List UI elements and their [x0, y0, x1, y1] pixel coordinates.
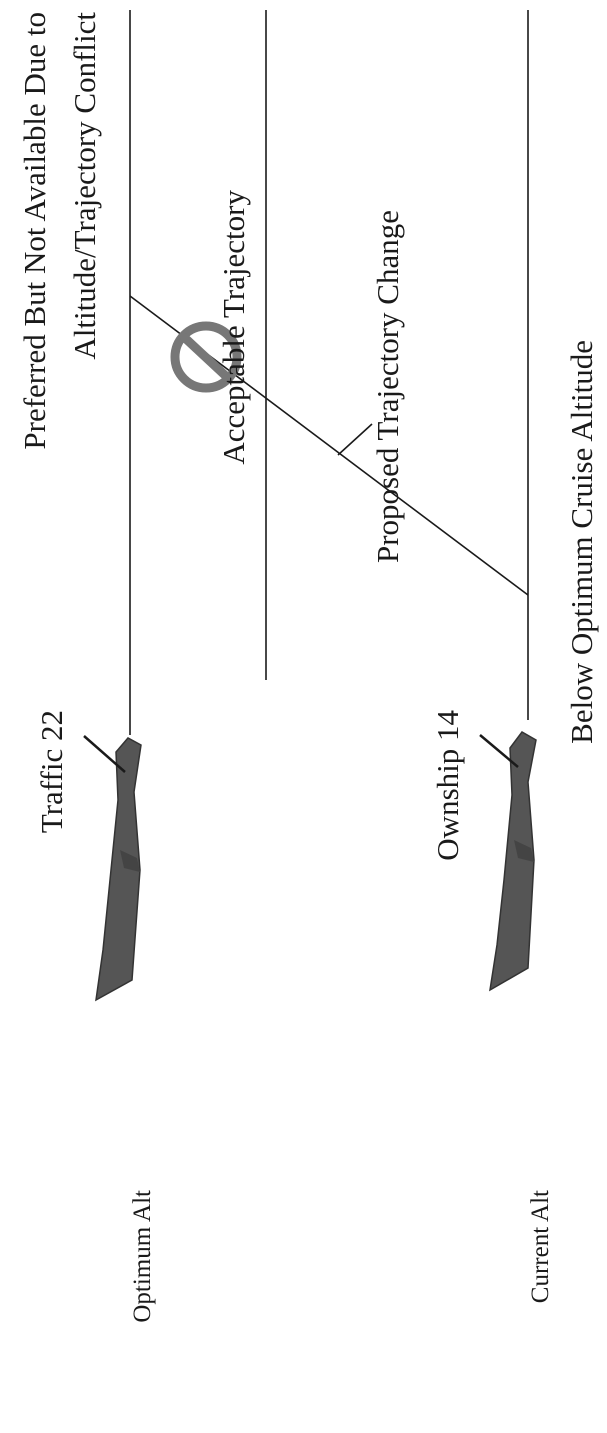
- traffic-label: Traffic 22: [34, 710, 69, 833]
- proposed-trajectory-label: Proposed Trajectory Change: [370, 210, 405, 563]
- preferred-label-line2: Altitude/Trajectory Conflict: [67, 12, 102, 360]
- proposed-leader-tick: [337, 423, 373, 456]
- optimum-alt-label: Optimum Alt: [129, 1190, 156, 1323]
- acceptable-trajectory-label: Acceptable Trajectory: [216, 190, 251, 465]
- prohibited-circle-slash-icon: [170, 321, 242, 393]
- preferred-label-line1: Preferred But Not Available Due to: [17, 12, 52, 450]
- ownship-label: Ownship 14: [430, 710, 465, 861]
- below-optimum-label: Below Optimum Cruise Altitude: [564, 340, 599, 744]
- current-alt-label: Current Alt: [527, 1190, 554, 1303]
- traffic-leader-line: [83, 735, 126, 773]
- traffic-aircraft-icon: [95, 737, 142, 1002]
- ownship-aircraft-icon: [489, 731, 537, 992]
- ownship-leader-line: [479, 734, 519, 768]
